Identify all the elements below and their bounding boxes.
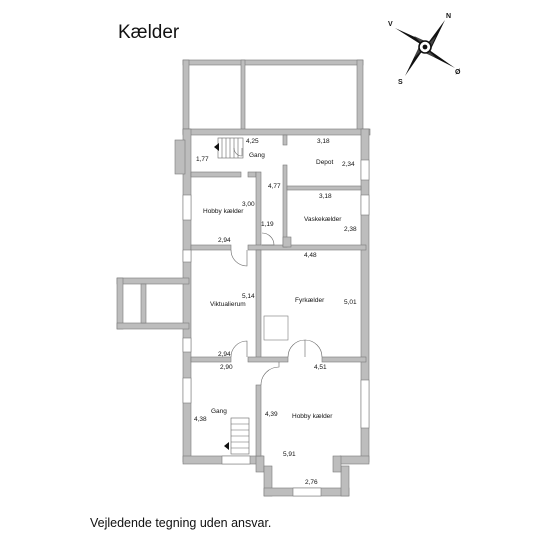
dim-label: 2,90	[220, 364, 233, 371]
compass-north-label: N	[446, 13, 451, 20]
dim-label: 4,77	[268, 183, 281, 190]
compass-south-label: S	[398, 79, 403, 86]
dim-label: 3,18	[319, 193, 332, 200]
room-label-hobby-top: Hobby kælder	[203, 208, 244, 215]
dim-label: 4,48	[304, 252, 317, 259]
page-title: Kælder	[118, 22, 180, 43]
dim-label: 3,00	[242, 201, 255, 208]
room-label-hobby-bottom: Hobby kælder	[292, 413, 333, 420]
dim-label: 4,38	[194, 416, 207, 423]
dim-label: 4,39	[265, 411, 278, 418]
outer-walls	[116, 59, 371, 497]
compass-west-label: V	[388, 21, 393, 28]
dim-label: 5,14	[242, 293, 255, 300]
room-label-gang-bottom: Gang	[211, 408, 227, 415]
dim-label: 1,19	[261, 221, 274, 228]
dim-label: 2,38	[344, 226, 357, 233]
disclaimer-text: Vejledende tegning uden ansvar.	[90, 516, 272, 530]
stairs-bottom	[224, 417, 250, 455]
compass-east-label: Ø	[455, 69, 461, 76]
room-label-viktualierum: Viktualierum	[210, 301, 246, 308]
room-label-fyrkaelder: Fyrkælder	[295, 297, 325, 304]
dim-label: 5,91	[283, 451, 296, 458]
compass-icon: N S V Ø	[388, 13, 461, 86]
room-label-depot: Depot	[316, 159, 334, 166]
dim-label: 2,34	[342, 161, 355, 168]
dim-label: 4,51	[314, 364, 327, 371]
dim-label: 3,18	[317, 138, 330, 145]
interior-walls	[190, 134, 367, 457]
dim-label: 2,76	[305, 479, 318, 486]
dim-label: 2,94	[218, 351, 231, 358]
dim-label: 5,01	[344, 299, 357, 306]
dim-label: 1,77	[196, 156, 209, 163]
stairs-top	[214, 137, 244, 159]
dim-label: 4,25	[246, 138, 259, 145]
windows	[182, 159, 370, 497]
dim-label: 2,94	[218, 237, 231, 244]
room-label-vaskekaelder: Vaskekælder	[304, 216, 342, 223]
room-label-gang-top: Gang	[249, 152, 265, 159]
